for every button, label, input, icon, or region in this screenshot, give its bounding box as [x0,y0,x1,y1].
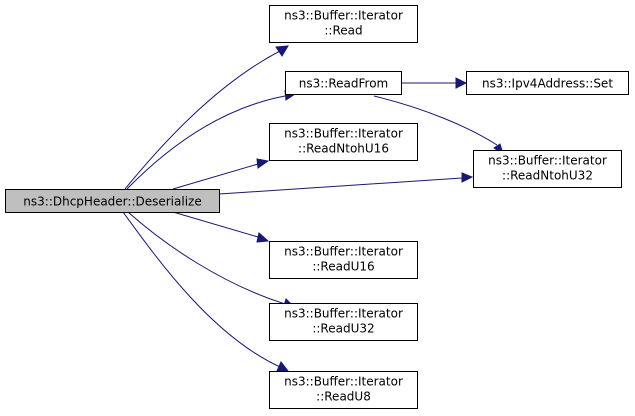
node-readu8[interactable]: ns3::Buffer::Iterator ::ReadU8 [269,371,418,409]
node-readu16-label-line2: ::ReadU16 [312,260,374,274]
node-readu32[interactable]: ns3::Buffer::Iterator ::ReadU32 [269,303,418,341]
node-readu32-label-line1: ns3::Buffer::Iterator [284,307,403,321]
node-readntohu16-label-line1: ns3::Buffer::Iterator [284,127,403,141]
edge-deserialize-to-read [124,50,281,190]
node-readntohu16-box [269,123,418,161]
node-readu32-box [269,303,418,341]
node-read-label-line2: ::Read [324,24,362,38]
edge-deserialize-to-readu16 [172,211,259,238]
node-readu8-box [269,371,418,409]
node-readu8-label-line1: ns3::Buffer::Iterator [284,375,403,389]
node-read[interactable]: ns3::Buffer::Iterator ::Read [269,5,418,43]
node-readu16-box [269,241,418,279]
node-readu16-label-line1: ns3::Buffer::Iterator [284,245,403,259]
node-deserialize-label: ns3::DhcpHeader::Deserialize [23,195,201,209]
arrowhead-readu16 [256,232,270,243]
node-read-box [269,5,418,43]
arrowhead-readntohu16 [256,158,270,169]
edge-deserialize-to-readfrom [126,95,286,190]
edges-layer [122,45,504,372]
node-deserialize[interactable]: ns3::DhcpHeader::Deserialize [5,189,220,213]
nodes-layer: ns3::DhcpHeader::Deserialize ns3::Buffer… [5,5,629,409]
node-readntohu16[interactable]: ns3::Buffer::Iterator ::ReadNtohU16 [269,123,418,161]
node-readu32-label-line2: ::ReadU32 [312,322,374,336]
edge-readfrom-to-readntohu32 [373,95,498,146]
node-readfrom-box [285,71,402,95]
edge-deserialize-to-readu32 [127,211,286,305]
node-ipv4set[interactable]: ns3::Ipv4Address::Set [466,71,629,95]
arrowhead-ipv4set [455,77,468,89]
arrowhead-readu8 [276,361,290,372]
node-readntohu32-label-line1: ns3::Buffer::Iterator [488,154,607,168]
node-readntohu16-label-line2: ::ReadNtohU16 [298,142,389,156]
edge-deserialize-to-readntohu16 [172,163,259,190]
node-readntohu32[interactable]: ns3::Buffer::Iterator ::ReadNtohU32 [473,150,622,188]
edge-deserialize-to-readntohu32 [218,177,463,195]
node-readu16[interactable]: ns3::Buffer::Iterator ::ReadU16 [269,241,418,279]
node-ipv4set-box [466,71,629,95]
node-readntohu32-box [473,150,622,188]
node-readfrom-label: ns3::ReadFrom [299,77,388,91]
node-readu8-label-line2: ::ReadU8 [316,390,371,404]
arrowhead-read [275,45,289,57]
edge-deserialize-to-readu8 [122,211,281,368]
node-readntohu32-label-line2: ::ReadNtohU32 [502,169,593,183]
arrowhead-readntohu32-main [461,172,474,183]
node-readfrom[interactable]: ns3::ReadFrom [285,71,402,95]
node-read-label-line1: ns3::Buffer::Iterator [284,9,403,23]
node-ipv4set-label: ns3::Ipv4Address::Set [482,77,613,91]
node-deserialize-box [5,189,220,213]
